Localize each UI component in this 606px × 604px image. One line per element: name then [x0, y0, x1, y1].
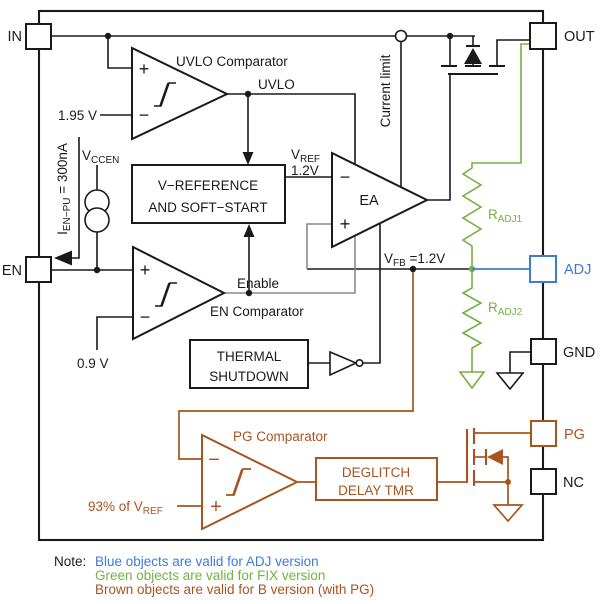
ground-icon-fix	[458, 371, 486, 390]
gray-wires	[224, 223, 356, 294]
pin-gnd	[530, 338, 557, 365]
current-limit-tap-icon	[394, 29, 408, 43]
nmos-pg-transistor-icon	[472, 428, 531, 523]
thermal-block-line1: THERMAL	[217, 349, 282, 364]
body-diode-icon	[487, 449, 503, 465]
pin-pg	[530, 420, 557, 447]
hysteresis-icon	[155, 282, 177, 307]
plus-icon: +	[340, 214, 351, 234]
pin-adj-label: ADJ	[564, 262, 591, 278]
pin-nc-label: NC	[563, 475, 584, 491]
minus-icon: −	[340, 167, 351, 187]
deglitch-delay-block	[315, 457, 438, 501]
pin-adj	[529, 255, 557, 283]
note-block: Note: Blue objects are valid for ADJ ver…	[54, 554, 374, 597]
pins	[25, 22, 557, 495]
note-blue-line: Blue objects are valid for ADJ version	[95, 554, 319, 569]
pin-gnd-label: GND	[563, 345, 595, 361]
radj2-label: RADJ2	[488, 300, 523, 318]
current-source-icon	[84, 189, 110, 233]
ground-icon-gnd	[495, 372, 525, 391]
current-limit-label: Current limit	[378, 54, 393, 127]
arrow-up-icon	[243, 224, 255, 237]
uvlo-comparator-label: UVLO Comparator	[176, 54, 288, 69]
pg-comparator-label: PG Comparator	[233, 429, 328, 444]
pmos-pass-transistor-icon	[441, 36, 530, 76]
ground-icon-pg	[492, 504, 524, 523]
pin-pg-label: PG	[564, 427, 585, 443]
junction-dot	[505, 479, 511, 485]
vccen-label: VCCEN	[82, 148, 119, 166]
en-comparator-triangle	[132, 245, 227, 341]
uvlo-signal-label: UVLO	[258, 77, 295, 92]
junction-dots	[93, 32, 454, 297]
inverter-buffer-icon	[329, 350, 364, 377]
vref-block-line2: AND SOFT−START	[148, 200, 267, 215]
vref-label: VREF	[291, 147, 320, 165]
minus-icon: −	[208, 449, 220, 471]
pg-threshold-label: 93% of VREF	[88, 499, 163, 517]
enable-signal-label: Enable	[237, 276, 279, 291]
note-brown-line: Brown objects are valid for B version (w…	[95, 582, 374, 597]
radj1-label: RADJ1	[488, 207, 523, 225]
deglitch-block-line2: DELAY TMR	[338, 483, 414, 498]
input-polarity-symbols: + − + − − + − +	[139, 59, 351, 518]
pin-out	[529, 22, 557, 50]
ea-triangle	[331, 151, 430, 249]
fix-version-network	[458, 43, 530, 390]
pg-version-network	[177, 269, 531, 531]
pin-nc	[530, 468, 557, 495]
uvlo-comparator-triangle	[131, 46, 230, 141]
pin-in-label: IN	[8, 29, 23, 45]
ea-label: EA	[359, 193, 379, 209]
thermal-block-line2: SHUTDOWN	[209, 369, 289, 384]
vref-value-label: 1.2V	[291, 163, 319, 178]
pin-en-label: EN	[2, 263, 22, 279]
vfb-label: VFB =1.2V	[384, 251, 445, 269]
note-green-line: Green objects are valid for FIX version	[95, 568, 325, 583]
pg-comparator-triangle	[201, 433, 300, 531]
arrow-down-icon	[242, 152, 254, 165]
plus-icon: +	[140, 260, 151, 280]
thermal-shutdown-block	[189, 339, 309, 389]
en-threshold-label: 0.9 V	[77, 356, 109, 371]
vreference-softstart-block	[131, 164, 286, 224]
hysteresis-icon	[154, 82, 176, 107]
body-diode-icon	[464, 48, 482, 64]
resistor-radj2-icon	[461, 269, 483, 372]
plus-icon: +	[139, 59, 150, 79]
en-comparator-label: EN Comparator	[210, 304, 304, 319]
note-label: Note:	[54, 554, 86, 569]
resistor-radj1-icon	[461, 43, 530, 269]
arrow-left-icon	[54, 250, 72, 266]
deglitch-block-line1: DEGLITCH	[342, 465, 410, 480]
pin-labels: IN EN OUT ADJ GND PG NC	[2, 29, 595, 491]
hysteresis-icons	[154, 82, 251, 496]
pin-out-label: OUT	[564, 29, 595, 45]
arrows	[54, 137, 255, 266]
ienpu-label: IEN−PU = 300nA	[55, 143, 73, 235]
signal-labels: UVLO Comparator UVLO 1.95 V VCCEN IEN−PU…	[55, 54, 523, 517]
vref-block-line1: V−REFERENCE	[158, 178, 258, 193]
vfb-to-pg-wire	[178, 269, 414, 460]
minus-icon: −	[139, 105, 150, 125]
pin-in	[25, 23, 52, 50]
hysteresis-icon	[226, 468, 251, 496]
pin-en	[25, 256, 52, 283]
minus-icon: −	[140, 307, 151, 327]
ea-feedback-wire	[306, 223, 332, 269]
plus-icon: +	[210, 496, 222, 518]
enable-wire	[224, 236, 356, 294]
uvlo-threshold-label: 1.95 V	[58, 108, 97, 123]
